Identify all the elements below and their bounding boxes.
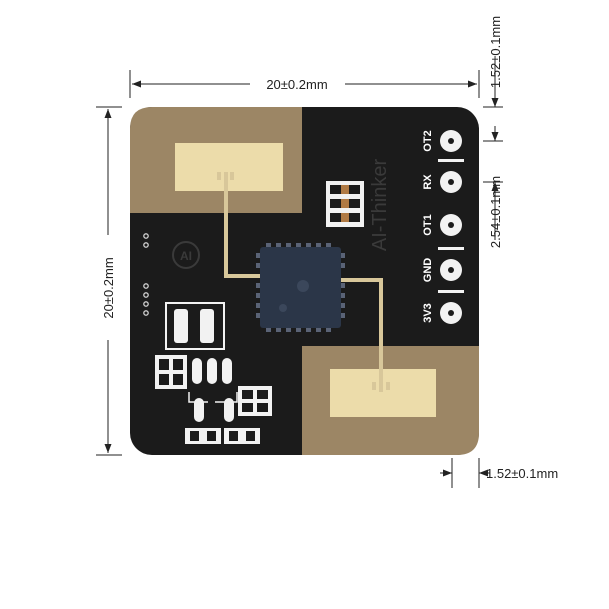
rf-trace-bottom <box>340 278 390 392</box>
passive-outline <box>188 392 238 403</box>
rounded-passives <box>192 358 234 422</box>
pin-label-ot2: OT2 <box>422 130 434 151</box>
logo-text: AI <box>180 249 192 263</box>
pin-rx <box>440 171 462 193</box>
pcb-board: AI AI-Thinker <box>130 107 479 455</box>
pin-pitch-label: 2.54±0.1mm <box>488 176 503 248</box>
pin-separators <box>438 159 464 293</box>
pin-header: OT2 RX OT1 GND 3V3 <box>422 130 464 324</box>
radar-chip <box>256 243 345 332</box>
smd-bottom <box>185 428 260 444</box>
edge-bottom-label: 1.52±0.1mm <box>486 466 558 481</box>
smd-right <box>238 386 272 416</box>
width-label: 20±0.2mm <box>266 77 327 92</box>
pin-3v3 <box>440 302 462 324</box>
dimension-labels: 20±0.2mm 20±0.2mm 1.52±0.1mm 2.54±0.1mm … <box>101 16 558 481</box>
rf-trace-top <box>217 172 262 278</box>
brand-silkscreen: AI-Thinker <box>369 159 391 252</box>
pin-label-gnd: GND <box>422 258 434 283</box>
smd-array-top <box>326 181 364 227</box>
antenna-pad-top <box>175 143 283 191</box>
pin-ot1 <box>440 214 462 236</box>
pin-label-ot1: OT1 <box>422 214 434 235</box>
dimension-lines <box>96 60 503 488</box>
pin-gnd <box>440 259 462 281</box>
edge-top-label: 1.52±0.1mm <box>488 16 503 88</box>
pin-label-rx: RX <box>422 174 434 190</box>
pin-ot2 <box>440 130 462 152</box>
smd-left <box>155 355 187 389</box>
height-label: 20±0.2mm <box>101 257 116 318</box>
via-dots <box>143 233 149 316</box>
ai-logo: AI <box>172 241 200 269</box>
inductor-pair <box>165 302 225 350</box>
pin-label-3v3: 3V3 <box>422 303 434 323</box>
